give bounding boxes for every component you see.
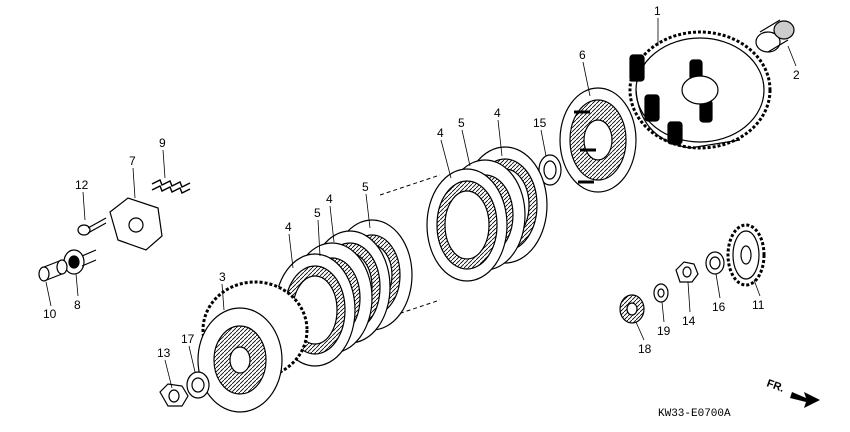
callout-4d: 4 <box>494 106 501 120</box>
part-nut <box>675 261 699 283</box>
callout-7: 7 <box>129 154 136 168</box>
callout-6: 6 <box>579 48 586 62</box>
callout-5a: 5 <box>314 206 321 220</box>
callout-13: 13 <box>157 346 171 360</box>
diagram-code: KW33-E0700A <box>658 408 731 420</box>
front-label: FR. <box>765 378 786 395</box>
front-direction-indicator: FR. <box>765 378 820 408</box>
part-lock-nut <box>159 383 189 407</box>
part-washer-16 <box>705 251 725 275</box>
callout-12: 12 <box>75 178 89 192</box>
callout-5c: 5 <box>458 116 465 130</box>
part-spring <box>151 179 191 194</box>
callout-4a: 4 <box>285 220 292 234</box>
part-lifter-piece <box>63 249 97 275</box>
callout-2: 2 <box>793 68 800 82</box>
part-washer-19 <box>653 283 669 303</box>
callout-15: 15 <box>533 116 547 130</box>
part-clutch-outer <box>628 30 772 150</box>
part-bolt <box>77 217 107 236</box>
callout-8: 8 <box>74 298 81 312</box>
callout-9: 9 <box>159 136 166 150</box>
part-clutch-center <box>197 280 309 413</box>
part-gear <box>726 223 766 287</box>
callout-11: 11 <box>752 298 765 312</box>
callout-14: 14 <box>682 314 696 328</box>
leader-lines <box>45 18 797 389</box>
callout-5b: 5 <box>362 180 369 194</box>
callout-1: 1 <box>654 4 661 18</box>
part-collar <box>755 19 795 53</box>
callout-4b: 4 <box>326 192 333 206</box>
callout-3: 3 <box>219 270 226 284</box>
part-lifter-plate <box>109 197 163 251</box>
callout-18: 18 <box>638 342 652 356</box>
part-washer-17 <box>186 371 210 399</box>
callout-10: 10 <box>43 307 57 321</box>
part-pressure-plate <box>559 87 637 193</box>
part-plate-4c <box>426 168 508 282</box>
part-bearing <box>619 294 645 324</box>
callout-16: 16 <box>712 300 726 314</box>
front-arrow-icon <box>790 392 820 408</box>
part-lifter-rod <box>38 259 68 282</box>
callout-4c: 4 <box>437 126 444 140</box>
callout-17: 17 <box>181 332 195 346</box>
callout-19: 19 <box>657 324 671 338</box>
part-washer-15 <box>538 154 562 186</box>
